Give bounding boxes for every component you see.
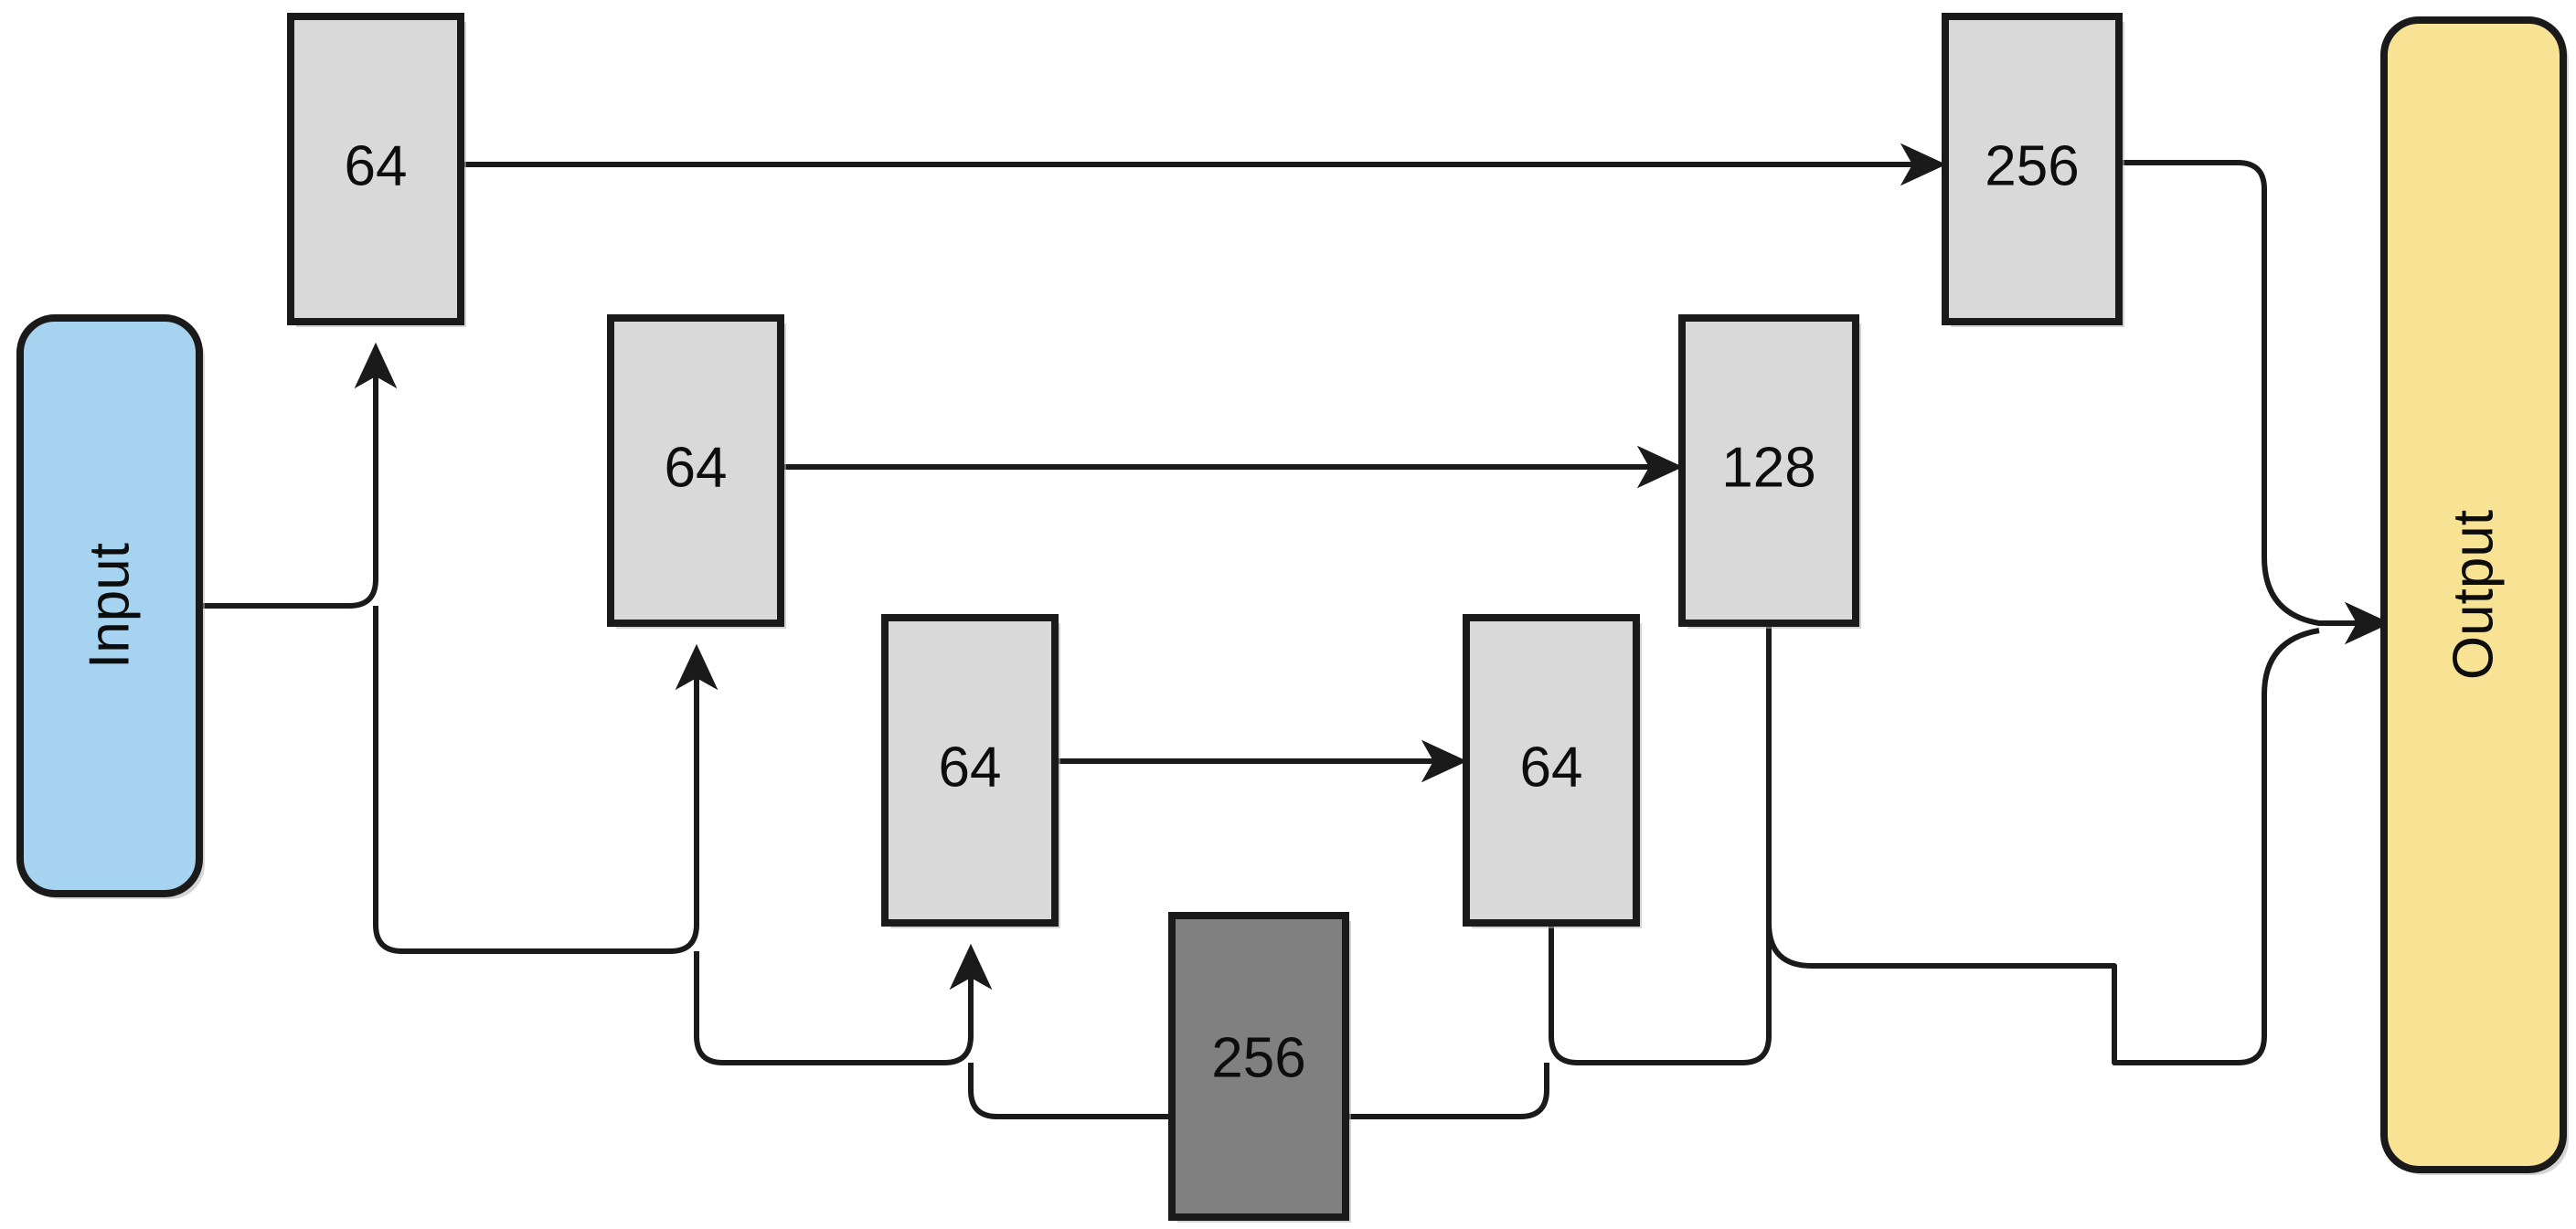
edge-dec3-to-dec2	[1549, 623, 1772, 1065]
node-bottleneck[interactable]: 256	[1168, 912, 1351, 1223]
enc2-label: 64	[665, 437, 728, 500]
enc3-label: 64	[939, 736, 1002, 800]
dec3-box	[1463, 614, 1640, 927]
edge-dec1-to-output	[2119, 160, 2391, 645]
edge-input-to-enc1	[199, 342, 398, 609]
edge-input-to-enc2	[373, 606, 719, 954]
node-dec2[interactable]: 128	[1678, 314, 1861, 629]
dec2-box	[1678, 314, 1859, 627]
node-enc2[interactable]: 64	[607, 314, 786, 629]
dec2-label: 128	[1721, 437, 1815, 500]
edge-bottleneck-to-dec2	[1346, 1063, 1549, 1119]
node-input[interactable]: Input	[16, 314, 205, 899]
node-output[interactable]: Output	[2380, 16, 2569, 1175]
node-dec3[interactable]: 64	[1463, 614, 1642, 928]
enc1-label: 64	[345, 135, 408, 198]
node-dec1[interactable]: 256	[1942, 13, 2124, 327]
input-label: Input	[79, 543, 142, 669]
dec3-label: 64	[1520, 736, 1583, 800]
output-label: Output	[2443, 510, 2506, 680]
edge-bottleneck-to-enc3	[968, 1063, 1172, 1119]
output-box	[2380, 16, 2567, 1173]
enc3-box	[881, 614, 1059, 927]
edge-enc2-to-enc3	[694, 943, 993, 1065]
dec1-box	[1942, 13, 2123, 325]
input-box	[16, 314, 203, 897]
edge-dec2-to-output	[1766, 628, 2320, 1065]
bottleneck-box	[1168, 912, 1349, 1221]
node-enc1[interactable]: 64	[287, 13, 466, 327]
bottleneck-label: 256	[1211, 1027, 1305, 1090]
node-enc3[interactable]: 64	[881, 614, 1060, 928]
dec1-label: 256	[1985, 135, 2079, 198]
enc1-box	[287, 13, 464, 325]
enc2-box	[607, 314, 784, 627]
